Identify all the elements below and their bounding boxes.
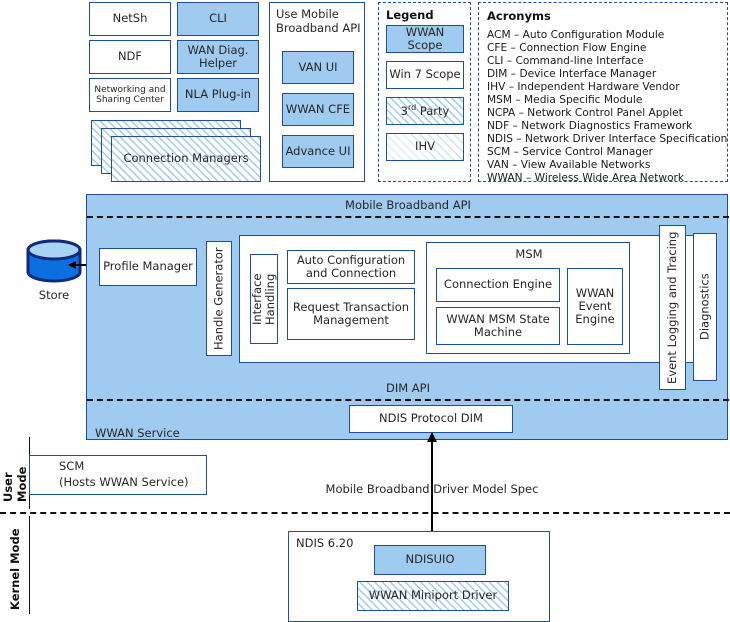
acronym-entry: CFE – Connection Flow Engine — [487, 42, 647, 54]
box-wwan-event-engine-label: WWAN Event Engine — [575, 285, 615, 327]
msm-title: MSM — [515, 247, 543, 261]
box-diagnostics-label: Diagnostics — [697, 273, 712, 341]
box-ndis-protocol-dim[interactable]: NDIS Protocol DIM — [349, 405, 513, 433]
box-ndis-protocol-dim-label: NDIS Protocol DIM — [379, 411, 483, 426]
box-cli-label: CLI — [209, 11, 227, 26]
acronym-entry: IHV – Independent Hardware Vendor — [487, 81, 680, 93]
box-networking-sharing-center[interactable]: Networking and Sharing Center — [89, 78, 171, 112]
connection-managers[interactable]: Connection Managers — [111, 136, 261, 182]
box-wwan-cfe[interactable]: WWAN CFE — [282, 93, 354, 126]
legend-title: Legend — [386, 8, 434, 22]
acronym-entry: CLI – Command-line Interface — [487, 55, 644, 67]
ndis-version-label: NDIS 6.20 — [296, 536, 354, 550]
box-request-transaction-management-label: Request Transaction Management — [292, 299, 410, 327]
box-ndisuio-label: NDISUIO — [405, 552, 455, 567]
acronym-entry: WWAN – Wireless Wide Area Network — [487, 172, 685, 184]
acronym-entry: NCPA – Network Control Panel Applet — [487, 107, 683, 119]
box-scm-line2: (Hosts WWAN Service) — [59, 475, 189, 489]
box-scm[interactable]: SCM (Hosts WWAN Service) — [29, 455, 207, 495]
box-wwan-miniport-driver-label: WWAN Miniport Driver — [368, 588, 498, 603]
acronyms-list: ACM – Auto Configuration Module CFE – Co… — [487, 29, 727, 185]
box-advance-ui-label: Advance UI — [285, 143, 351, 158]
box-netsh[interactable]: NetSh — [89, 2, 171, 36]
box-ndf-label: NDF — [117, 49, 143, 64]
legend-item-win7-scope: Win 7 Scope — [386, 61, 464, 89]
use-mobile-broadband-api-title: Use Mobile Broadband API — [276, 7, 361, 35]
wwan-service-panel: Mobile Broadband API DIM API WWAN Servic… — [86, 194, 729, 440]
box-wwan-event-engine[interactable]: WWAN Event Engine — [567, 268, 623, 345]
acronym-entry: VAN – View Available Networks — [487, 159, 651, 171]
legend-item-third-party-label: 3rd Party — [400, 103, 450, 119]
box-diagnostics[interactable]: Diagnostics — [693, 233, 717, 381]
legend-item-ihv-label: IHV — [415, 139, 435, 154]
wwan-service-label: WWAN Service — [95, 426, 180, 440]
box-netsh-label: NetSh — [112, 11, 148, 26]
box-auto-configuration-and-connection[interactable]: Auto Configuration and Connection — [287, 250, 415, 284]
box-van-ui-label: VAN UI — [298, 59, 338, 74]
acronym-entry: NDIS – Network Driver Interface Specific… — [487, 133, 728, 145]
user-mode-label: User Mode — [1, 466, 29, 502]
box-wwan-cfe-label: WWAN CFE — [285, 101, 351, 116]
acronym-entry: NDF – Network Diagnostics Framework — [487, 120, 693, 132]
box-ndf[interactable]: NDF — [89, 40, 171, 74]
box-ndisuio[interactable]: NDISUIO — [374, 545, 486, 575]
msm-group: MSM Connection Engine WWAN MSM State Mac… — [426, 242, 630, 354]
box-event-logging-and-tracing-label: Event Logging and Tracing — [664, 231, 679, 384]
acm-container: Interface Handling Auto Configuration an… — [239, 235, 699, 363]
box-event-logging-and-tracing[interactable]: Event Logging and Tracing — [659, 225, 686, 390]
box-interface-handling[interactable]: Interface Handling — [250, 254, 278, 344]
ndis-620-container: NDIS 6.20 NDISUIO WWAN Miniport Driver — [288, 531, 550, 622]
box-wan-diag-helper[interactable]: WAN Diag. Helper — [177, 40, 259, 74]
kernel-mode-label: Kernel Mode — [8, 528, 22, 610]
box-wwan-msm-state-machine[interactable]: WWAN MSM State Machine — [436, 307, 560, 345]
kernel-mode-bracket — [29, 516, 30, 614]
store-label: Store — [38, 288, 70, 302]
box-van-ui[interactable]: VAN UI — [282, 51, 354, 84]
box-advance-ui[interactable]: Advance UI — [282, 135, 354, 168]
mobile-broadband-api-label: Mobile Broadband API — [345, 198, 471, 212]
box-nla-plugin-label: NLA Plug-in — [184, 87, 252, 102]
acronym-entry: ACM – Auto Configuration Module — [487, 29, 665, 41]
box-interface-handling-label: Interface Handling — [249, 273, 277, 325]
box-wan-diag-helper-label: WAN Diag. Helper — [187, 42, 249, 70]
box-handle-generator-label: Handle Generator — [211, 247, 226, 350]
box-connection-engine-label: Connection Engine — [443, 277, 553, 292]
box-cli[interactable]: CLI — [177, 2, 259, 36]
box-nla-plugin[interactable]: NLA Plug-in — [177, 78, 259, 112]
box-networking-sharing-center-label: Networking and Sharing Center — [94, 84, 166, 105]
acronyms-panel: Acronyms ACM – Auto Configuration Module… — [478, 2, 728, 185]
box-connection-engine[interactable]: Connection Engine — [436, 268, 560, 302]
acronym-entry: DIM – Device Interface Manager — [487, 68, 657, 80]
dim-api-dashline — [87, 399, 729, 401]
acronyms-title: Acronyms — [487, 9, 551, 23]
box-auto-configuration-and-connection-label: Auto Configuration and Connection — [296, 252, 406, 280]
use-mobile-broadband-api-group: Use Mobile Broadband API VAN UI WWAN CFE… — [269, 2, 365, 182]
acronym-entry: MSM – Media Specific Module — [487, 94, 643, 106]
box-profile-manager[interactable]: Profile Manager — [99, 248, 197, 286]
driver-model-spec-label: Mobile Broadband Driver Model Spec — [325, 482, 539, 496]
legend-item-wwan-scope: WWAN Scope — [386, 25, 464, 53]
box-scm-line1: SCM — [59, 459, 85, 473]
box-profile-manager-label: Profile Manager — [103, 259, 193, 274]
box-request-transaction-management[interactable]: Request Transaction Management — [287, 288, 415, 340]
legend-item-ihv: IHV — [386, 133, 464, 161]
legend-panel: Legend WWAN Scope Win 7 Scope 3rd Party … — [378, 2, 471, 182]
mobile-broadband-api-dashline — [87, 216, 729, 218]
box-wwan-miniport-driver[interactable]: WWAN Miniport Driver — [357, 581, 509, 611]
dim-api-label: DIM API — [385, 381, 431, 395]
connection-managers-label: Connection Managers — [123, 151, 249, 166]
legend-item-third-party: 3rd Party — [386, 97, 464, 125]
box-handle-generator[interactable]: Handle Generator — [206, 241, 232, 356]
legend-item-win7-scope-label: Win 7 Scope — [389, 67, 461, 82]
box-wwan-msm-state-machine-label: WWAN MSM State Machine — [446, 311, 550, 339]
legend-item-wwan-scope-label: WWAN Scope — [405, 24, 445, 52]
store-icon: Store — [24, 239, 84, 302]
user-kernel-separator — [0, 512, 730, 514]
acronym-entry: SCM – Service Control Manager — [487, 146, 653, 158]
